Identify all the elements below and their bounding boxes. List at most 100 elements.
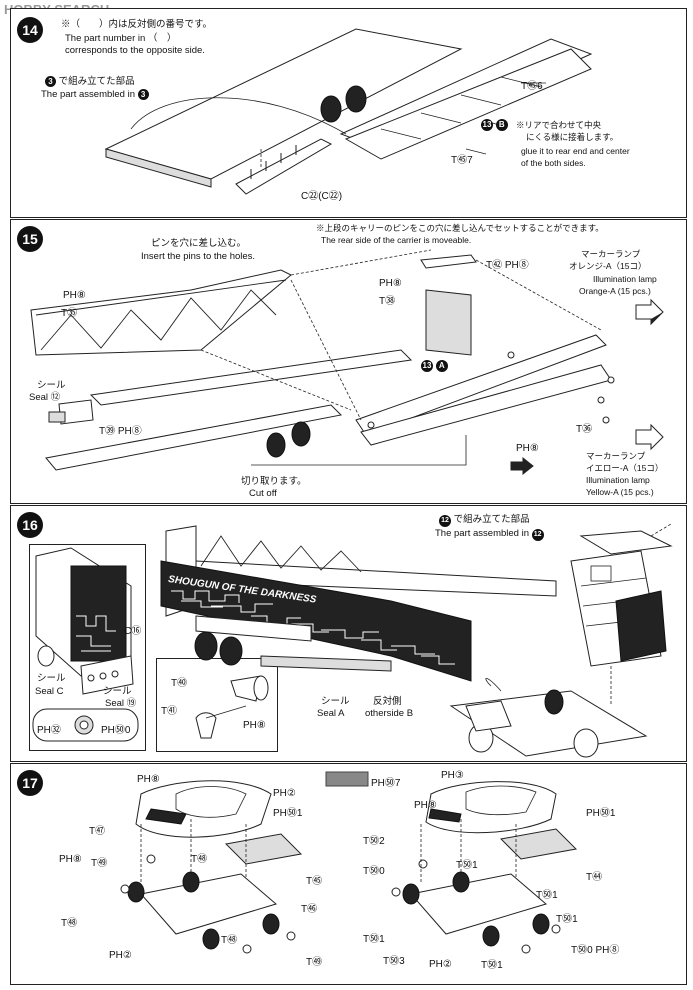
trailer-wheel-c [194,631,218,661]
step-15-drawing [30,249,664,476]
r-t44: T㊹ [586,872,603,883]
label-t39: T㊴ PH⑧ [99,426,142,437]
r-t51c: T㊿1 [363,934,385,945]
label-ph32: PH㉜ [37,725,61,736]
inset-wheel [37,645,55,667]
rear-note-en1: glue it to rear end and center [521,146,630,156]
step-16-assembled-jp: 12 で組み立てた部品 [439,514,530,527]
pins-note-jp: ピンを穴に差し込む。 [151,238,247,249]
trailer-wheel-d [219,636,243,666]
r-ph51: PH㊿1 [586,808,616,819]
r-t53: T㊿3 [383,956,405,967]
seal-c-en: Seal C [35,686,64,697]
right-car-body [425,781,557,834]
step-14-assembled-en: The part assembled in 3 [41,89,149,101]
bracket-c22 [235,138,333,195]
r-t50a: T㊿0 [363,866,385,877]
step-16-drawing [32,523,673,758]
trailer-wheel-1 [320,95,342,123]
step-17-number: 17 [17,770,43,796]
guide-d [475,259,602,331]
banner-panel [160,560,472,682]
step-3-ref-icon: 3 [45,76,56,87]
yellow-lamp-en1: Illumination lamp [586,475,650,485]
mirror-glass [253,675,269,701]
label-t56: T㊺6 [521,81,543,92]
arrow-yellow [635,423,664,451]
fifth-wheel [544,689,564,715]
l-ph51: PH㊿1 [273,808,303,819]
cut-off-en: Cut off [249,488,277,499]
orange-lamp-jp2: オレンジ-A（15コ） [569,261,647,271]
r-t50b: T㊿0 PH⑧ [571,945,620,956]
inset-bumper [80,655,134,695]
side-mirror-inset [156,658,278,752]
step-16-panel: 16 12 で組み立てた部品 The part assembled in 12 [10,505,687,762]
paint-swatch-ph77 [325,771,369,787]
r-t51b: T㊿1 [536,890,558,901]
step-14-drawing [104,28,593,195]
step-17-panel: 17 PH⑧ PH② PH㊿1 T㊼ PH⑧ T㊾ T㊽ T㊺ T㊻ [10,763,687,985]
r-t52: T㊿2 [363,836,385,847]
arrow-orange [635,298,664,326]
mirror-t40 [230,675,262,702]
label-ph8-mirror: PH⑧ [243,720,266,731]
step-16-number: 16 [17,512,43,538]
label-c16: C⑯ [124,626,142,637]
left-car-body [135,780,272,838]
yellow-lamp-jp: マーカーランプ [586,451,646,461]
chassis-arrow [485,677,502,692]
label-ph90: PH㊿0 [101,725,131,736]
cut-line [251,435,467,466]
label-t38: T㊳ [379,296,396,307]
step-13-ref-icon: 13 [481,119,493,131]
label-t40: T㊵ [171,678,188,689]
step-14-number: 14 [17,17,43,43]
l-t48b: T㊽ [61,918,78,929]
right-guides [420,819,517,884]
r-t51a: T㊿1 [456,860,478,871]
carrier-note-en: The rear side of the carrier is moveable… [321,235,472,245]
step-12-ref-icon-2: 12 [531,529,544,541]
seal-19-jp: シール [103,686,132,697]
rear-note-jp1: ※リアで合わせて中央 [516,120,602,130]
r-ph3: PH③ [441,770,464,781]
seal-19-en: Seal ⑲ [105,698,137,709]
step-12-ref-icon: 12 [439,515,451,527]
r-t51e: T㊿1 [481,960,503,971]
step-15-panel: 15 ※上段のキャリーのピンをこの穴に差し込んでセットすることができます。 Th… [10,219,687,504]
label-t42: T㊷ PH⑧ [486,260,529,271]
l-t49a: T㊾ [91,858,108,869]
orange-lamp-jp: マーカーランプ [581,249,641,259]
step-17-drawing [120,771,578,954]
a-ref-icon: A [435,360,448,372]
step-14-panel: 14 ※（ ）内は反対側の番号です。 The part number in （ … [10,8,687,218]
step-16-assembled-en: The part assembled in 12 [435,528,544,541]
mirror-stay-t41 [195,712,217,739]
label-t57: T㊺7 [451,155,473,166]
l-ph8b: PH⑧ [59,854,82,865]
rear-note-en2: of the both sides. [521,158,586,168]
l-t45: T㊺ [306,876,323,887]
l-t49b: T㊾ [306,957,323,968]
running-board [260,655,392,672]
rear-note-jp2: にくる様に接着します。 [526,132,619,142]
l-t48a: T㊽ [191,854,208,865]
frame-t36 [355,334,607,436]
carrier-note-jp: ※上段のキャリーのピンをこの穴に差し込んでセットすることができます。 [316,223,604,233]
left-chassis-t46 [140,873,278,935]
step-15-number: 15 [17,226,43,252]
l-t48c: T㊽ [221,935,238,946]
cut-off-jp: 切り取ります。 [241,476,307,487]
l-ph8a: PH⑧ [137,774,160,785]
rail-13a [89,349,413,406]
r-ph77: PH㊿7 [371,778,401,789]
l-ph2a: PH② [273,788,296,799]
seal-c-jp: シール [37,673,66,684]
label-13a: 13 A [421,360,448,372]
yellow-lamp-jp2: イエロー-A（15コ） [586,463,664,473]
mirror-guide [650,523,672,537]
left-interior-t45 [224,833,303,865]
step-14-assembled-jp: 3 で組み立てた部品 [45,76,135,88]
l-t46: T㊻ [301,904,318,915]
